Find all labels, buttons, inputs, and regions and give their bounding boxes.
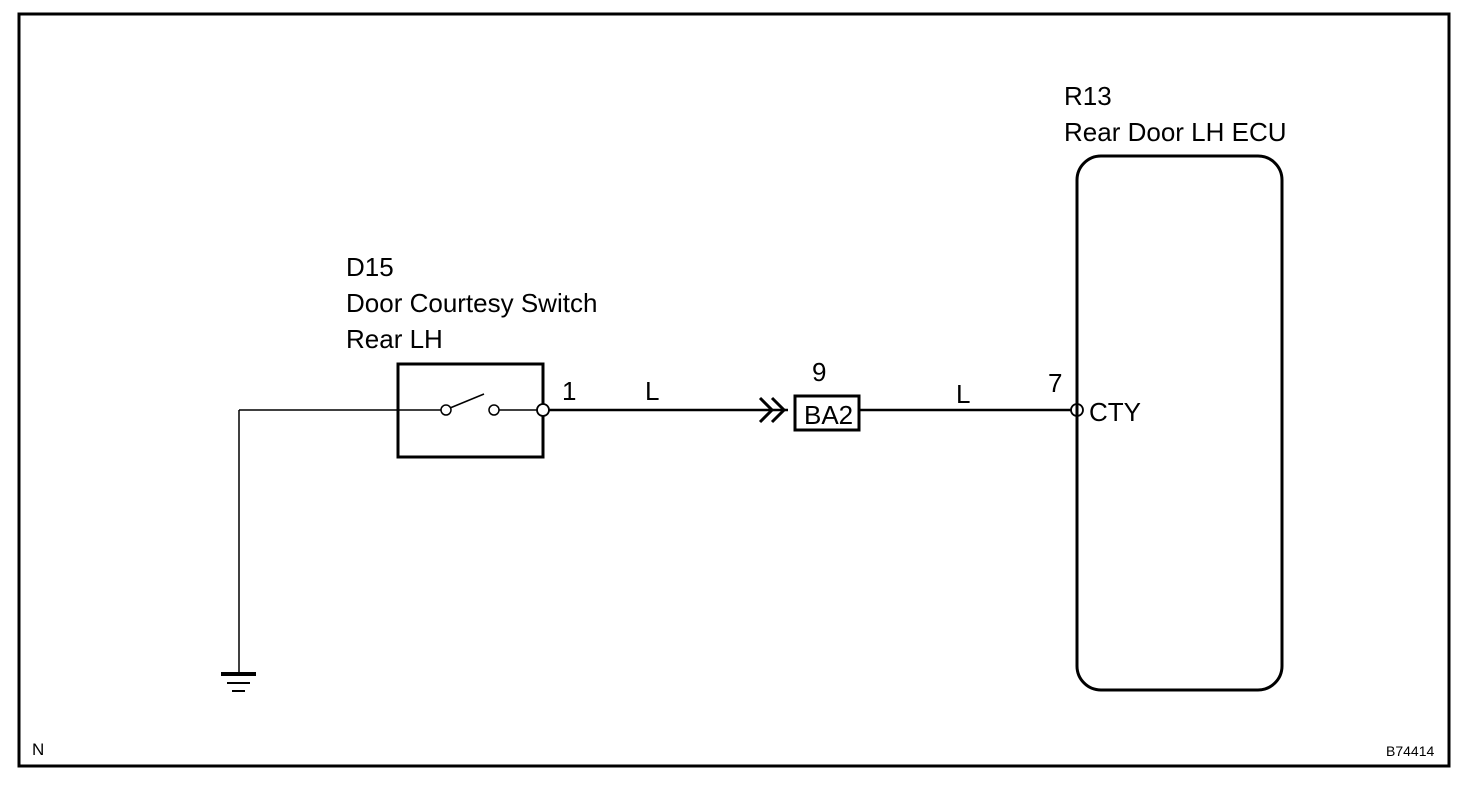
wire-left-color: L [645, 376, 659, 406]
footer-left-mark: N [32, 740, 44, 759]
connector-pin-number: 9 [812, 357, 826, 387]
switch-code: D15 [346, 252, 394, 282]
ecu-name: Rear Door LH ECU [1064, 117, 1287, 147]
switch-name-line1: Door Courtesy Switch [346, 288, 597, 318]
connector-box [793, 394, 861, 432]
ground-icon [221, 672, 256, 692]
figure-id: B74414 [1386, 743, 1434, 759]
connector-code: BA2 [804, 400, 853, 430]
ecu-code: R13 [1064, 81, 1112, 111]
ecu-terminal-name: CTY [1089, 397, 1141, 427]
wire-right-color: L [956, 379, 970, 409]
ground-wire [238, 409, 398, 673]
switch-icon [398, 393, 537, 416]
switch-name-line2: Rear LH [346, 324, 443, 354]
switch-pin-terminal [536, 403, 550, 417]
switch-pin-number: 1 [562, 376, 576, 406]
ecu-body [1075, 154, 1284, 692]
ecu-pin-number: 7 [1048, 368, 1062, 398]
diagram-frame [17, 12, 1451, 768]
connector-arrow-icon [758, 396, 787, 424]
